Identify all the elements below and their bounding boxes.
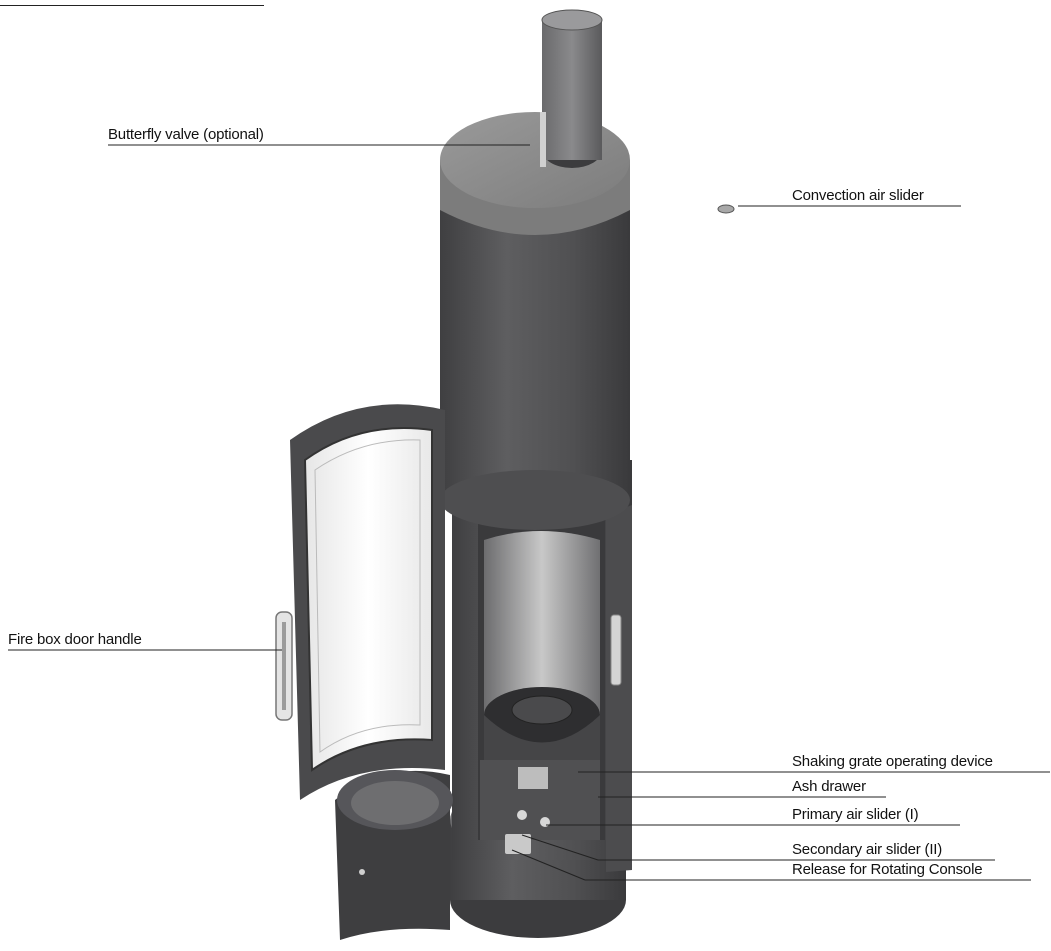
label-fire-box-door-handle: Fire box door handle (8, 631, 142, 648)
lower-door-panel (335, 770, 453, 940)
label-butterfly-valve: Butterfly valve (optional) (108, 126, 264, 143)
label-convection-air-slider: Convection air slider (792, 187, 924, 204)
flue-pipe (540, 9, 603, 167)
leader-lines (8, 144, 1050, 881)
label-shaking-grate: Shaking grate operating device (792, 753, 993, 770)
label-release-rotating-console: Release for Rotating Console (792, 861, 983, 878)
label-ash-drawer: Ash drawer (792, 778, 866, 795)
upper-body (440, 112, 735, 530)
label-primary-air-slider: Primary air slider (I) (792, 806, 919, 823)
lower-body (452, 460, 632, 872)
open-door (275, 404, 445, 800)
top-rule (0, 5, 264, 6)
label-secondary-air-slider: Secondary air slider (II) (792, 841, 943, 858)
